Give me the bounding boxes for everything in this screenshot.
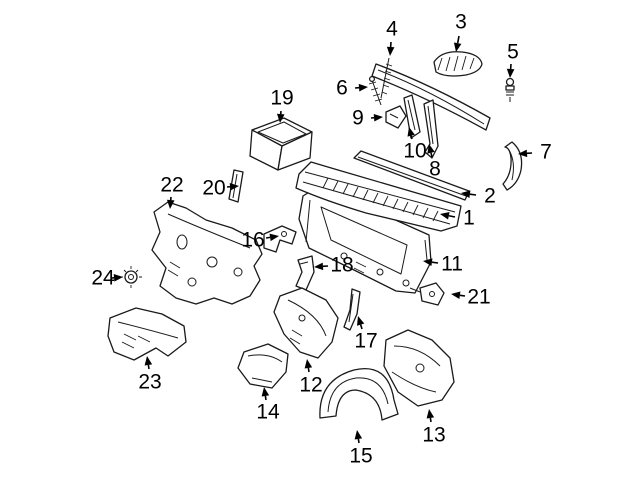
part-10-shape [403, 94, 421, 139]
callout-arrowhead-24 [113, 274, 123, 282]
callout-arrow-14 [264, 395, 267, 401]
callout-arrow-2 [469, 193, 477, 196]
callout-arrowhead-23 [144, 356, 153, 366]
callout-arrowhead-5 [506, 68, 515, 78]
callout-label-18: 18 [330, 253, 354, 277]
callout-label-19: 19 [270, 86, 294, 110]
callout-label-15: 15 [349, 444, 373, 468]
callout-arrow-10 [410, 135, 413, 140]
callout-label-16: 16 [241, 228, 265, 252]
part-16-shape [263, 225, 297, 253]
callout-label-10: 10 [403, 139, 427, 163]
part-22-shape [151, 201, 263, 305]
callout-arrowhead-3 [453, 42, 462, 52]
part-5-shape [505, 77, 515, 102]
callout-label-5: 5 [507, 40, 519, 64]
callout-label-3: 3 [455, 10, 467, 34]
callout-label-8: 8 [429, 157, 441, 181]
callout-arrowhead-16 [269, 233, 279, 242]
part-3-shape [433, 51, 483, 77]
callout-label-13: 13 [422, 423, 446, 447]
callout-arrows [111, 35, 533, 444]
callout-arrowhead-9 [373, 113, 383, 122]
callout-arrowhead-1 [440, 212, 450, 220]
callout-arrowhead-22 [166, 199, 175, 209]
callout-label-22: 22 [160, 173, 184, 197]
callout-arrow-16 [265, 236, 271, 239]
callout-label-7: 7 [540, 140, 552, 164]
callout-arrowhead-2 [461, 190, 471, 198]
callout-arrowhead-7 [518, 149, 528, 158]
callout-label-21: 21 [467, 285, 491, 309]
callout-arrowhead-8 [427, 144, 435, 154]
callout-arrow-12 [307, 367, 310, 373]
callout-arrowhead-15 [354, 430, 363, 440]
callout-arrow-15 [357, 438, 360, 444]
part-7-shape [502, 141, 523, 191]
callout-arrowhead-20 [229, 182, 239, 191]
callout-arrowhead-13 [426, 409, 435, 419]
part-17-shape [343, 288, 361, 331]
part-4-shape [371, 57, 491, 131]
callout-label-20: 20 [202, 176, 226, 200]
callout-label-23: 23 [138, 370, 162, 394]
callout-label-11: 11 [441, 252, 463, 276]
callout-arrowhead-14 [261, 387, 270, 397]
callout-arrow-8 [430, 152, 433, 158]
callout-arrowhead-6 [358, 83, 368, 92]
callout-label-4: 4 [386, 17, 398, 41]
callout-label-9: 9 [352, 106, 364, 130]
part-18-shape [295, 255, 315, 291]
part-21-shape [409, 282, 445, 306]
callout-arrow-3 [456, 35, 460, 44]
callout-arrow-13 [429, 417, 432, 423]
callout-arrow-17 [359, 324, 363, 330]
part-24-shape [120, 266, 142, 288]
callout-arrowhead-19 [276, 113, 285, 123]
part-23-shape [107, 307, 187, 361]
part-19-shape [249, 117, 313, 171]
part-15-shape [319, 368, 399, 421]
part-9-shape [385, 105, 407, 129]
callout-arrowhead-21 [451, 291, 461, 300]
callout-arrow-11 [431, 261, 439, 264]
callout-arrowhead-17 [357, 316, 365, 326]
part-14-shape [237, 343, 289, 389]
callout-label-2: 2 [484, 184, 496, 208]
part-8-shape [423, 99, 439, 159]
callout-arrowhead-18 [314, 262, 324, 271]
part-6-shape [368, 75, 383, 106]
callout-label-1: 1 [463, 206, 475, 230]
part-12-shape [273, 287, 339, 359]
callout-label-17: 17 [354, 329, 378, 353]
callout-arrow-1 [448, 214, 456, 218]
callout-arrowhead-12 [304, 359, 313, 369]
callout-label-12: 12 [299, 373, 323, 397]
part-1-shape [295, 161, 462, 232]
callout-arrow-23 [147, 364, 150, 370]
callout-arrowhead-11 [423, 258, 433, 266]
callout-arrowhead-4 [386, 46, 395, 56]
callout-arrow-21 [459, 294, 466, 297]
part-13-shape [383, 329, 455, 407]
callout-label-24: 24 [91, 266, 115, 290]
callout-arrowhead-10 [407, 127, 415, 137]
callout-label-14: 14 [256, 400, 280, 424]
callout-label-6: 6 [336, 76, 348, 100]
